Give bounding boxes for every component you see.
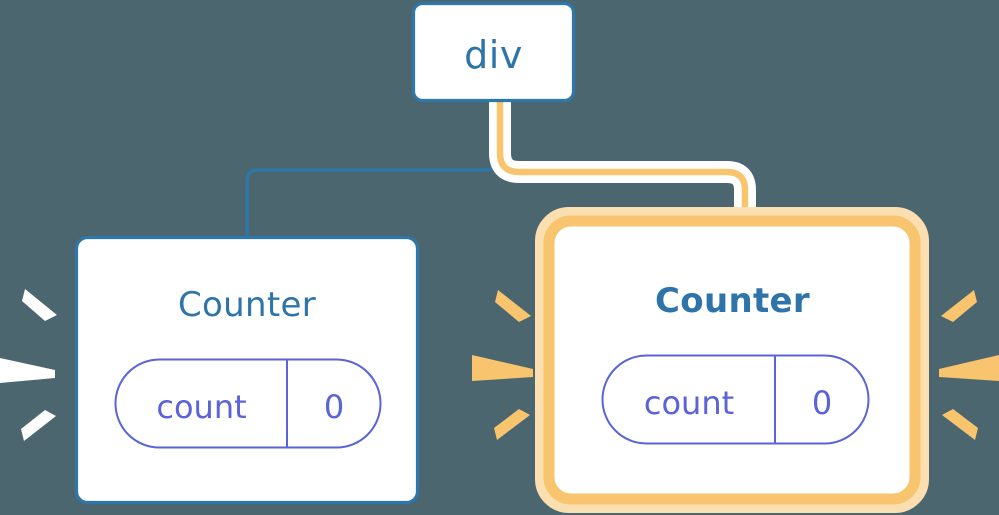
ray-orange-right-middle (939, 355, 999, 381)
right-counter-rays-left (472, 290, 533, 440)
node-div-box[interactable] (411, 1, 576, 103)
ray-orange-left-top (495, 290, 531, 322)
ray-white-top (22, 289, 57, 321)
node-div[interactable] (411, 1, 576, 103)
ray-orange-left-middle (472, 355, 533, 381)
right-counter-rays-right (939, 290, 999, 440)
node-counter-left[interactable] (74, 235, 420, 505)
right-prop-pill-outline (601, 354, 870, 445)
node-counter-right-glow (535, 207, 929, 513)
edge-div-to-right-counter (496, 100, 749, 245)
left-prop-pill-outline (114, 358, 382, 449)
left-counter-rays (0, 289, 57, 441)
ray-orange-right-bottom (942, 409, 978, 440)
left-counter-prop-pill (114, 358, 382, 449)
right-counter-prop-pill (601, 354, 870, 445)
ray-white-middle (0, 358, 55, 383)
ray-white-bottom (21, 410, 56, 441)
ray-orange-right-top (941, 290, 977, 322)
ray-orange-left-bottom (494, 409, 530, 440)
node-counter-right[interactable] (535, 207, 929, 513)
